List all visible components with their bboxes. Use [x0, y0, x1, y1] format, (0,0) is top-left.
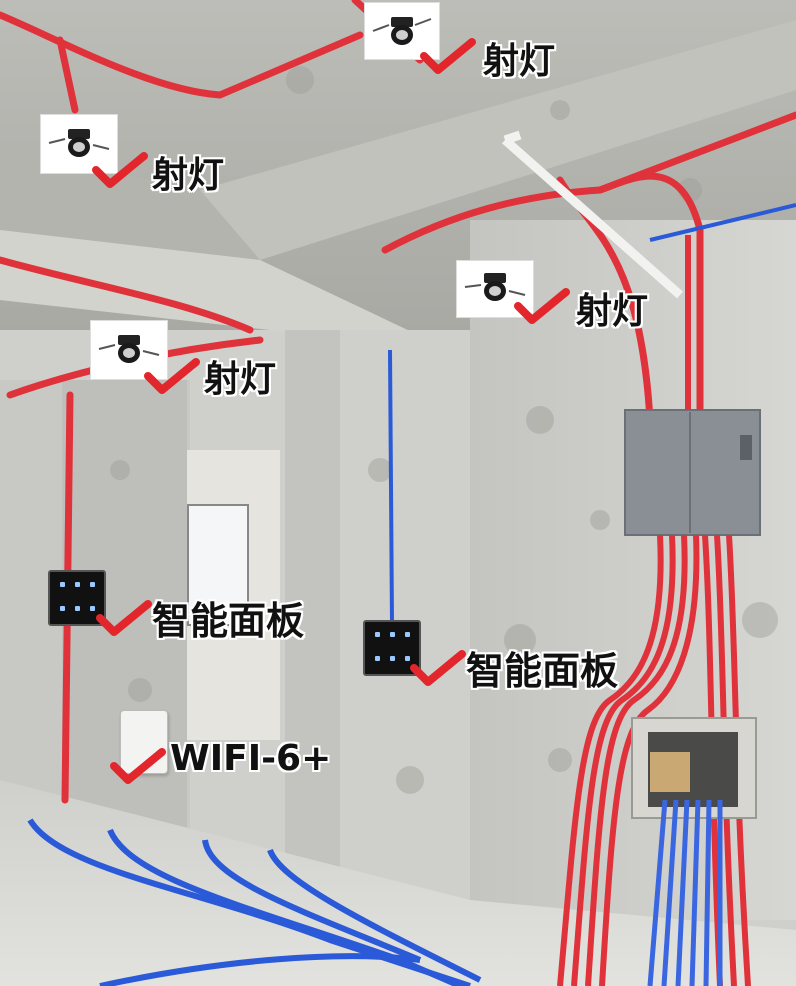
spotlight-icon — [98, 335, 160, 363]
spotlight-icon — [48, 129, 110, 157]
wifi-label: WIFI-6+ — [170, 738, 332, 779]
spotlight-label: 射灯 — [152, 155, 225, 196]
spotlight-icon — [464, 273, 526, 301]
check-icon — [514, 288, 570, 324]
check-icon — [110, 748, 166, 784]
spotlight-thumbnail — [90, 320, 168, 380]
spotlight-thumbnail — [364, 2, 440, 60]
check-icon — [96, 600, 152, 636]
check-icon — [420, 38, 476, 74]
check-icon — [92, 152, 148, 188]
smart-panel-label: 智能面板 — [152, 599, 305, 643]
smart-panel-label: 智能面板 — [466, 649, 619, 693]
spotlight-label: 射灯 — [204, 359, 277, 400]
spotlight-label: 射灯 — [483, 41, 556, 82]
spotlight-icon — [372, 17, 432, 45]
spotlight-thumbnail — [40, 114, 118, 174]
spotlight-thumbnail — [456, 260, 534, 318]
spotlight-label: 射灯 — [576, 291, 649, 332]
check-icon — [410, 650, 466, 686]
check-icon — [144, 358, 200, 394]
